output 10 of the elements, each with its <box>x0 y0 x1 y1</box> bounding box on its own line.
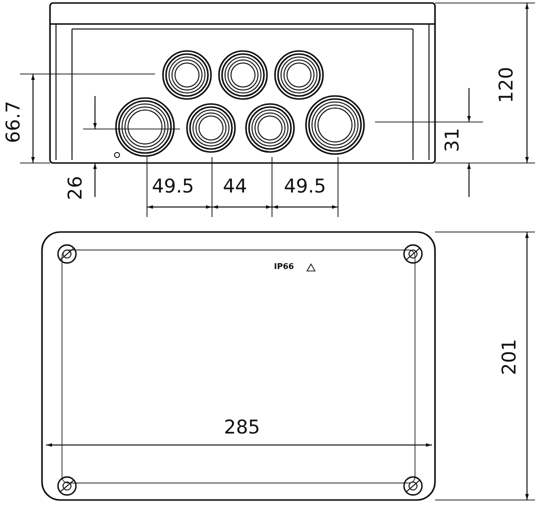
dimension-label: 201 <box>500 338 520 376</box>
dimension-label: 49.5 <box>152 178 194 196</box>
dimension-label: 49.5 <box>284 178 326 196</box>
dimension-label: 285 <box>224 418 260 438</box>
dimension-label: 31 <box>444 128 462 152</box>
dimension-label: 44 <box>222 178 248 196</box>
dimension-label: 26 <box>66 176 86 200</box>
dimension-label: 120 <box>498 66 516 104</box>
rating-label: IP66 <box>274 263 294 271</box>
dimension-label: 66.7 <box>4 100 24 144</box>
